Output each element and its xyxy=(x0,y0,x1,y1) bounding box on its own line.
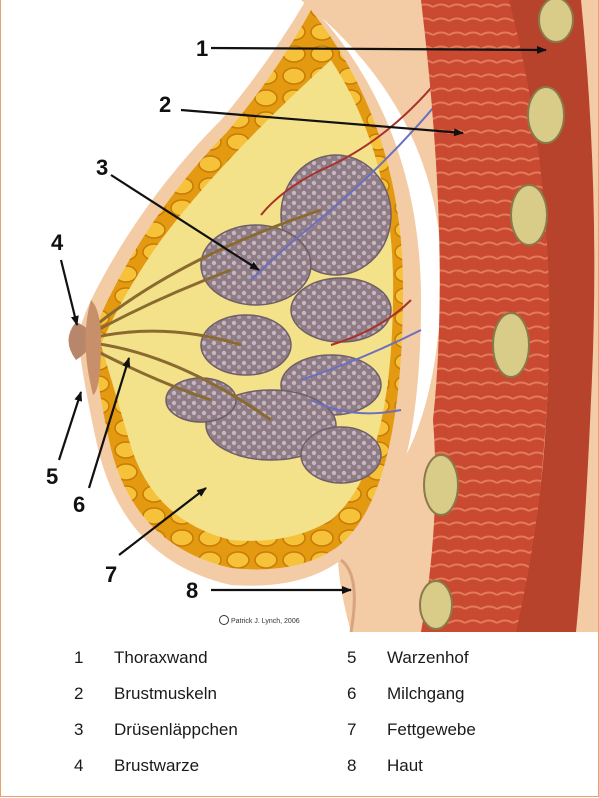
legend-item-fettgewebe: 7 Fettgewebe xyxy=(347,712,567,748)
legend-number: 3 xyxy=(74,712,94,748)
legend-item-milchgang: 6 Milchgang xyxy=(347,676,567,712)
callout-3: 3 xyxy=(96,155,108,180)
legend-label: Haut xyxy=(387,748,423,784)
legend-number: 1 xyxy=(74,640,94,676)
callout-8: 8 xyxy=(186,578,198,603)
legend-label: Drüsenläppchen xyxy=(114,712,238,748)
legend-label: Thoraxwand xyxy=(114,640,208,676)
callout-7: 7 xyxy=(105,562,117,587)
legend-label: Warzenhof xyxy=(387,640,469,676)
callout-2: 2 xyxy=(159,92,171,117)
legend-label: Milchgang xyxy=(387,676,465,712)
legend-number: 8 xyxy=(347,748,367,784)
breast-anatomy-illustration: 1 2 3 4 5 6 7 8 Patrick J. Lynch, 2006 xyxy=(1,0,598,632)
legend-label: Brustwarze xyxy=(114,748,199,784)
callout-4: 4 xyxy=(51,230,64,255)
legend-item-haut: 8 Haut xyxy=(347,748,567,784)
legend-label: Fettgewebe xyxy=(387,712,476,748)
callout-1: 1 xyxy=(196,36,208,61)
legend-number: 7 xyxy=(347,712,367,748)
copyright-text: Patrick J. Lynch, 2006 xyxy=(231,618,300,625)
legend-item-druesenlaeppchen: 3 Drüsenläppchen xyxy=(74,712,294,748)
legend-item-brustmuskeln: 2 Brustmuskeln xyxy=(74,676,294,712)
legend-number: 4 xyxy=(74,748,94,784)
legend-number: 6 xyxy=(347,676,367,712)
legend-item-brustwarze: 4 Brustwarze xyxy=(74,748,294,784)
legend-label: Brustmuskeln xyxy=(114,676,217,712)
legend-number: 5 xyxy=(347,640,367,676)
legend-item-warzenhof: 5 Warzenhof xyxy=(347,640,567,676)
legend: 1 Thoraxwand 2 Brustmuskeln 3 Drüsenläpp… xyxy=(1,640,598,796)
legend-number: 2 xyxy=(74,676,94,712)
callout-5: 5 xyxy=(46,464,58,489)
callout-6: 6 xyxy=(73,492,85,517)
legend-item-thoraxwand: 1 Thoraxwand xyxy=(74,640,294,676)
